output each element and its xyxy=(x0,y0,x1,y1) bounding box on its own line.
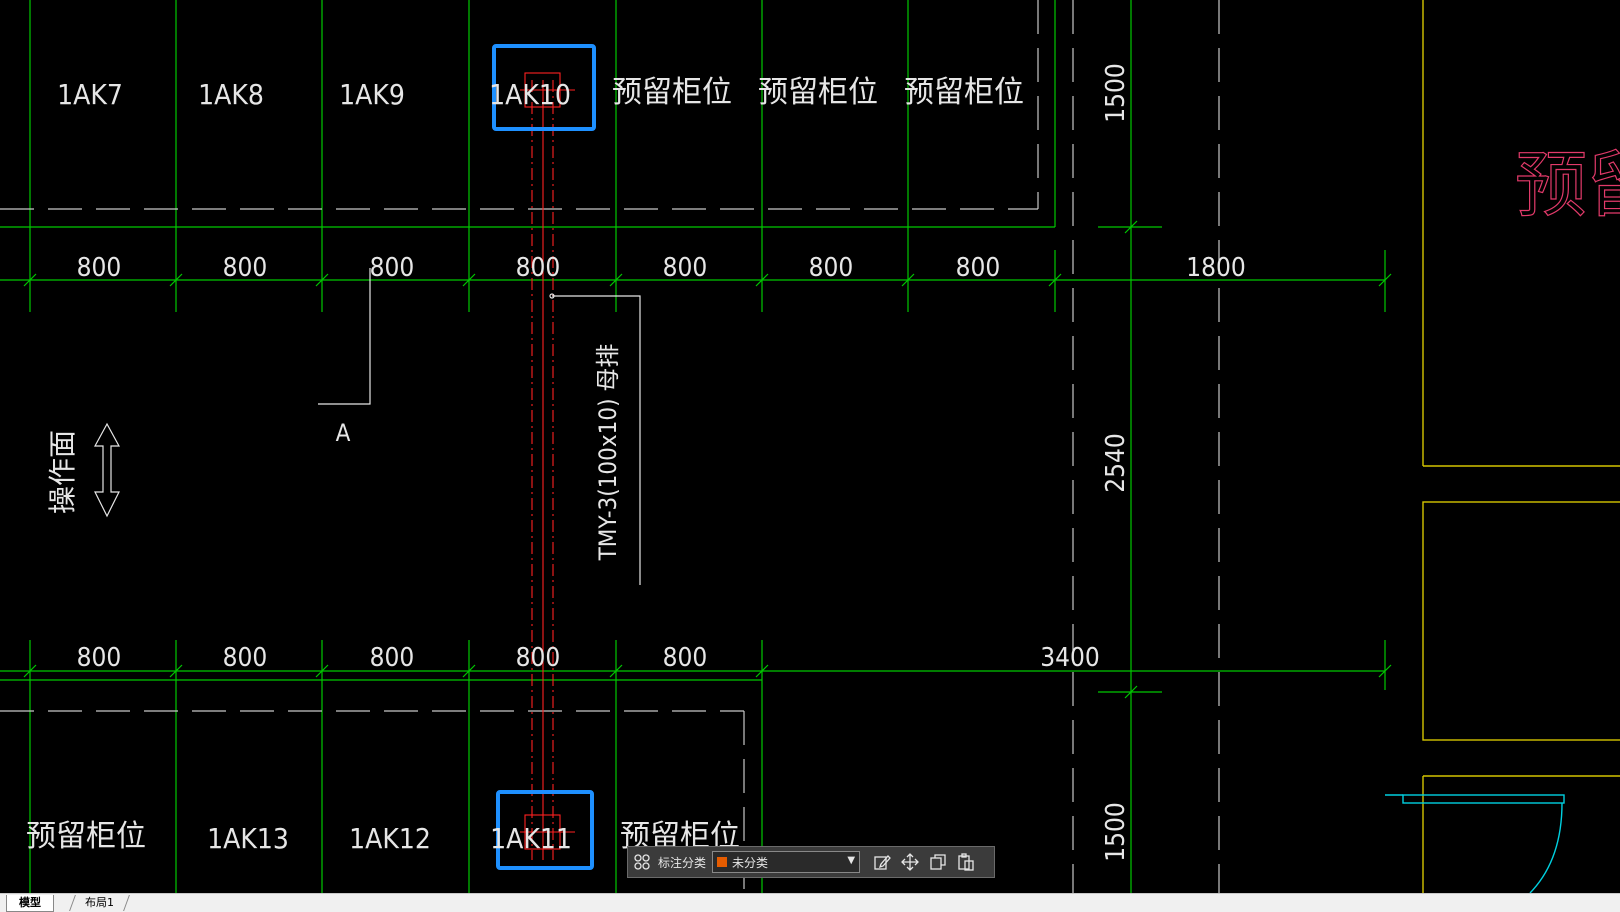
vertical-dimension-texts: 1500 2540 1500 xyxy=(1101,63,1131,862)
cabinet-grid xyxy=(0,0,1392,893)
dimension-text: 800 xyxy=(663,253,708,283)
category-select[interactable]: 未分类 ▼ xyxy=(712,851,861,873)
dimension-text: 2540 xyxy=(1101,433,1131,493)
top-row-labels: 1AK7 1AK8 1AK9 1AK10 预留柜位 预留柜位 预留柜位 xyxy=(57,75,1024,111)
dimension-text: 800 xyxy=(223,643,268,673)
busbar-label: TMY-3(100x10) 母排 xyxy=(594,344,622,562)
partial-label: 预留 xyxy=(1515,143,1620,227)
highlight-boxes xyxy=(492,44,596,870)
cabinet-label: 预留柜位 xyxy=(612,75,732,110)
dimension-text: 1500 xyxy=(1101,802,1131,862)
tab-label: 布局1 xyxy=(85,896,114,909)
dimension-text: 800 xyxy=(370,253,415,283)
dimension-text: 800 xyxy=(516,253,561,283)
layout-tab-bar: 模型 布局1 xyxy=(0,893,1620,912)
cabinet-label: 预留柜位 xyxy=(26,819,146,854)
dimension-text: 800 xyxy=(956,253,1001,283)
grid-icon[interactable] xyxy=(628,848,656,876)
dimension-text: 800 xyxy=(77,253,122,283)
dimension-text: 1800 xyxy=(1186,253,1246,283)
cabinet-label: 1AK8 xyxy=(198,78,264,111)
cabinet-label: 1AK11 xyxy=(490,822,572,855)
operation-face-label: 操作面 xyxy=(46,430,79,514)
paste-icon[interactable] xyxy=(952,848,980,876)
door-swing xyxy=(1385,794,1565,894)
dimension-text: 800 xyxy=(77,643,122,673)
highlight-1ak10[interactable] xyxy=(492,44,596,131)
cabinet-label: 1AK12 xyxy=(349,822,431,855)
chevron-down-icon: ▼ xyxy=(847,855,856,866)
dimension-text: 1500 xyxy=(1101,63,1131,123)
cabinet-label: 1AK13 xyxy=(207,822,289,855)
dimension-text: 800 xyxy=(223,253,268,283)
category-label: 标注分类 xyxy=(658,855,707,870)
category-select-value: 未分类 xyxy=(732,855,769,870)
highlight-1ak11[interactable] xyxy=(496,790,594,870)
dimension-text: 3400 xyxy=(1040,643,1100,673)
cabinet-label: 1AK7 xyxy=(57,78,123,111)
leader-lines xyxy=(93,268,641,585)
category-color-swatch xyxy=(717,857,728,867)
bottom-dimension-texts: 800 800 800 800 800 3400 xyxy=(77,643,1100,673)
partial-room-label: 预留 xyxy=(1514,142,1620,227)
copy-icon[interactable] xyxy=(924,848,952,876)
annotation-toolbar: 标注分类 未分类 ▼ xyxy=(627,846,995,878)
cabinet-label: 1AK9 xyxy=(339,78,405,111)
dimension-text: 800 xyxy=(516,643,561,673)
edit-icon[interactable] xyxy=(868,848,896,876)
tab-label: 模型 xyxy=(19,896,41,909)
cabinet-label: 预留柜位 xyxy=(904,75,1024,110)
cabinet-label: 预留柜位 xyxy=(758,75,878,110)
tab-layout1[interactable]: 布局1 xyxy=(69,895,130,911)
room-outlines xyxy=(1422,0,1620,893)
busbar-lines xyxy=(520,72,575,860)
dashed-outlines xyxy=(0,0,1220,893)
tab-model[interactable]: 模型 xyxy=(6,895,54,912)
dimension-text: 800 xyxy=(663,643,708,673)
cabinet-label: 1AK10 xyxy=(489,78,571,111)
dimension-text: 800 xyxy=(809,253,854,283)
section-label: A xyxy=(336,419,351,447)
dimension-text: 800 xyxy=(370,643,415,673)
annotation-texts: A 操作面 TMY-3(100x10) 母排 xyxy=(46,344,622,562)
top-dimension-texts: 800 800 800 800 800 800 800 1800 xyxy=(77,253,1246,283)
move-icon[interactable] xyxy=(896,848,924,876)
